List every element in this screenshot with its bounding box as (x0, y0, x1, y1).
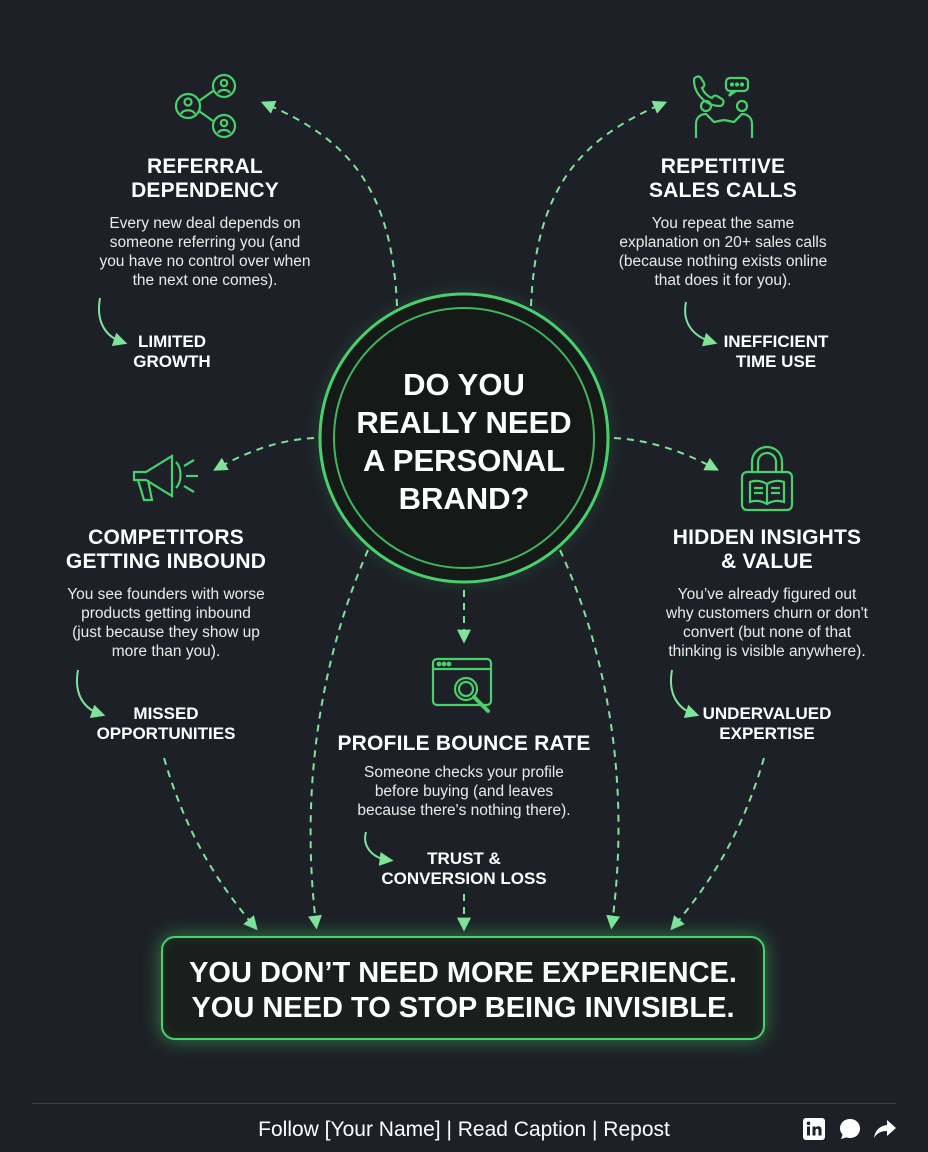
competitors-description-line: more than you). (111, 643, 221, 660)
sales-calls-description-line: (because nothing exists online (618, 253, 828, 270)
linkedin-icon[interactable] (802, 1117, 826, 1141)
insights-outcome-line-1: UNDERVALUED (702, 704, 832, 723)
sales-calls-description-line: that does it for you). (654, 272, 792, 289)
insights-description: You’ve already figured out why customers… (634, 585, 900, 661)
sales-calls-description: You repeat the same explanation on 20+ s… (588, 214, 858, 290)
arrow-to-insights (613, 437, 719, 471)
sales-calls-title: REPETITIVE SALES CALLS (598, 155, 848, 203)
referral-outcome-line-2: GROWTH (133, 352, 211, 371)
competitors-title-line-2: GETTING INBOUND (65, 550, 267, 573)
sales-calls-outcome-line-1: INEFFICIENT (723, 332, 829, 351)
arrow-circle-left-to-conclusion (308, 549, 369, 930)
arrow-expertise-to-conclusion (670, 757, 765, 931)
sales-calls-title-line-2: SALES CALLS (648, 179, 798, 202)
bounce-description: Someone checks your profile before buyin… (324, 763, 604, 820)
competitors-description-line: (just because they show up (72, 624, 260, 641)
bounce-description-line: before buying (and leaves (374, 783, 554, 800)
competitors-outcome-line-2: OPPORTUNITIES (96, 724, 236, 743)
curve-arrow-missed (76, 669, 106, 718)
conclusion-box: YOU DON’T NEED MORE EXPERIENCE. YOU NEED… (161, 936, 765, 1040)
share-icon[interactable] (872, 1117, 896, 1141)
comment-icon[interactable] (838, 1117, 862, 1141)
arrow-to-sales-calls (530, 100, 668, 307)
sales-calls-title-line-1: REPETITIVE (660, 155, 786, 178)
arrow-circle-right-to-conclusion (559, 549, 621, 930)
arrow-to-referral (260, 100, 398, 307)
bounce-outcome-line-2: CONVERSION LOSS (381, 869, 547, 888)
referral-outcome: LIMITED GROWTH (110, 332, 234, 372)
conclusion-line-1: YOU DON’T NEED MORE EXPERIENCE. (189, 957, 737, 989)
bounce-title: PROFILE BOUNCE RATE (314, 732, 614, 756)
insights-description-line: convert (but none of that (682, 624, 852, 641)
referral-title-line-2: DEPENDENCY (131, 179, 279, 202)
referral-title-line-1: REFERRAL (147, 155, 263, 178)
competitors-description: You see founders with worse products get… (36, 585, 296, 661)
insights-title-line-1: HIDDEN INSIGHTS (672, 526, 862, 549)
center-line-1: DO YOU (403, 367, 525, 402)
insights-description-line: why customers churn or don't (666, 605, 868, 622)
curve-arrow-trust (364, 831, 394, 866)
footer-call-to-action: Follow [Your Name] | Read Caption | Repo… (258, 1118, 670, 1141)
referral-description-line: someone referring you (and (109, 234, 301, 251)
footer-divider (32, 1103, 896, 1104)
bounce-title-line-1: PROFILE BOUNCE RATE (337, 732, 591, 755)
insights-description-line: You’ve already figured out (677, 586, 857, 603)
arrow-to-competitors (213, 437, 315, 471)
referral-description: Every new deal depends on someone referr… (70, 214, 340, 290)
center-line-3: A PERSONAL (362, 443, 566, 478)
conclusion-line-2: YOU NEED TO STOP BEING INVISIBLE. (191, 992, 735, 1024)
conclusion-text: YOU DON’T NEED MORE EXPERIENCE. YOU NEED… (163, 956, 763, 1026)
insights-title-line-2: & VALUE (720, 550, 813, 573)
bounce-outcome: TRUST & CONVERSION LOSS (372, 849, 556, 889)
curve-arrow-undervalued (670, 669, 700, 718)
insights-description-line: thinking is visible anywhere). (668, 643, 866, 660)
referral-description-line: the next one comes). (132, 272, 278, 289)
locked-book-icon (738, 444, 796, 514)
referral-outcome-line-1: LIMITED (138, 332, 206, 351)
browser-search-icon (430, 656, 498, 720)
bounce-outcome-line-1: TRUST & (427, 849, 501, 868)
sales-calls-outcome: INEFFICIENT TIME USE (710, 332, 842, 372)
competitors-description-line: You see founders with worse (67, 586, 265, 603)
curve-arrow-inefficient (684, 301, 718, 347)
sales-calls-description-line: explanation on 20+ sales calls (619, 234, 827, 251)
center-circle (318, 292, 610, 584)
center-question: DO YOU REALLY NEED A PERSONAL BRAND? (336, 366, 592, 518)
competitors-title-line-1: COMPETITORS (88, 526, 244, 549)
referral-description-line: you have no control over when (99, 253, 311, 270)
competitors-outcome-line-1: MISSED (133, 704, 199, 723)
center-line-2: REALLY NEED (356, 405, 572, 440)
center-line-4: BRAND? (398, 481, 530, 516)
insights-outcome-line-2: EXPERTISE (719, 724, 815, 743)
sales-calls-description-line: You repeat the same (651, 215, 795, 232)
insights-title: HIDDEN INSIGHTS & VALUE (642, 526, 892, 574)
sales-calls-outcome-line-2: TIME USE (735, 352, 817, 371)
arrow-missed-to-conclusion (163, 757, 258, 931)
curve-arrow-limited (98, 297, 128, 346)
competitors-title: COMPETITORS GETTING INBOUND (46, 526, 286, 574)
insights-outcome: UNDERVALUED EXPERTISE (690, 704, 844, 744)
competitors-description-line: products getting inbound (81, 605, 251, 622)
megaphone-icon (128, 446, 204, 510)
bounce-description-line: Someone checks your profile (364, 764, 564, 781)
network-share-icon (170, 72, 242, 140)
competitors-outcome: MISSED OPPORTUNITIES (86, 704, 246, 744)
referral-title: REFERRAL DEPENDENCY (80, 155, 330, 203)
handshake-call-icon (688, 72, 760, 142)
referral-description-line: Every new deal depends on (109, 215, 301, 232)
bounce-description-line: because there's nothing there). (357, 802, 571, 819)
